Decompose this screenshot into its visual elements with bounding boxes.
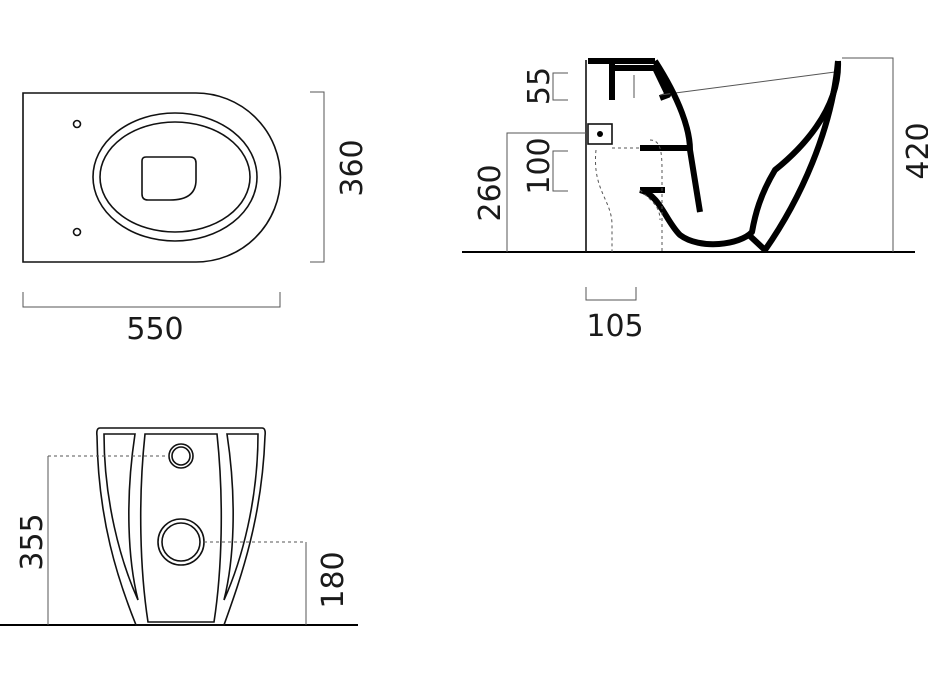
- dimension-label-depth: 360: [335, 139, 370, 196]
- dimension-label-inlet-height: 100: [522, 137, 557, 194]
- dimension-line-inlet-height: [552, 150, 568, 192]
- seat-outer-rim: [92, 112, 258, 242]
- dimension-label-width: 550: [126, 312, 183, 347]
- hidden-waste-path: [594, 139, 663, 252]
- bowl-opening: [141, 156, 197, 201]
- outlet-hole-inner: [161, 522, 201, 562]
- inlet-hole-inner: [171, 446, 191, 466]
- front-outline: [96, 427, 266, 626]
- dimension-label-front-inlet: 355: [15, 513, 50, 570]
- top-view: 360 550: [22, 91, 370, 347]
- inlet-outlet-flanges: [640, 145, 690, 193]
- top-view-outline: [22, 92, 282, 263]
- dimension-line-outlet-offset: [585, 287, 637, 301]
- fixing-hole: [72, 227, 82, 237]
- center-panel: [139, 433, 223, 623]
- dimension-label-total-height: 420: [901, 122, 928, 179]
- dimension-line-depth: [310, 91, 325, 263]
- fixing-hole: [72, 119, 82, 129]
- outlet-hole-outer: [157, 518, 205, 566]
- dimension-label-front-outlet: 180: [316, 551, 351, 608]
- front-view: 355 180: [0, 427, 358, 626]
- bowl-outer-wall: [747, 60, 841, 253]
- left-rib: [103, 433, 139, 601]
- dimension-line-width: [22, 292, 281, 308]
- right-rib: [223, 433, 259, 601]
- inlet-point: [597, 131, 603, 137]
- center-lines: [48, 455, 306, 543]
- dimension-label-inlet-elevation: 260: [473, 164, 508, 221]
- dimension-lines-front: [47, 456, 307, 625]
- side-view: 55 100 260 420 105: [462, 57, 928, 344]
- dimension-label-outlet-offset: 105: [586, 309, 643, 344]
- dimension-line-seat: [552, 72, 568, 101]
- inlet-connector: [587, 123, 613, 145]
- bowl-section: [638, 59, 842, 248]
- dimension-label-seat: 55: [522, 67, 557, 105]
- seat-lid-line: [633, 71, 836, 98]
- seat-section: [588, 58, 671, 101]
- seat-inner-rim: [99, 121, 251, 233]
- dimension-line-total-height: [842, 57, 894, 252]
- dimension-line-inlet-elevation: [506, 132, 586, 252]
